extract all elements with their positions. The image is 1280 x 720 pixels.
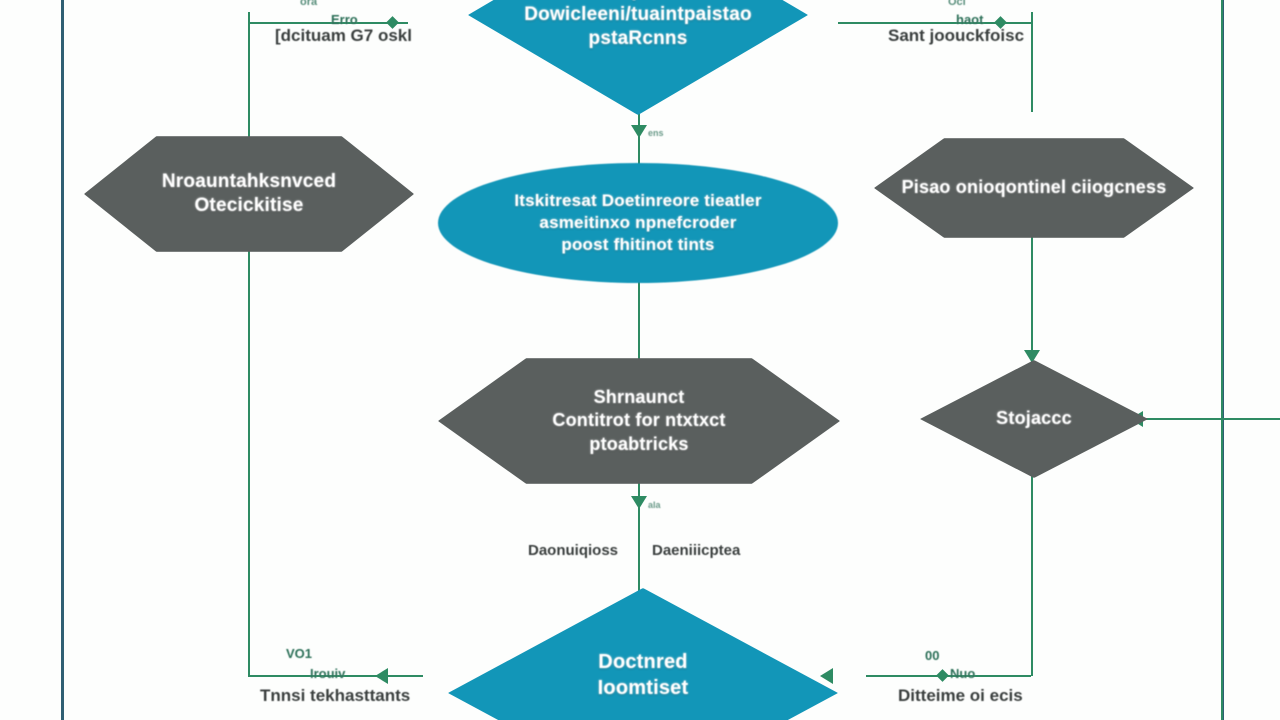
node-left-hexagon-line-1: Nroauntahksnvced <box>161 170 337 192</box>
edge-label-bottom-right-mid: Nuo <box>950 666 976 681</box>
edge-top-to-ellipse <box>638 112 640 164</box>
frame-rule-left <box>61 0 64 720</box>
node-right-hexagon-line-1: Pisao onioqontinel ciiogcness <box>901 177 1167 198</box>
edge-label-top-left-upper: ora <box>300 0 318 8</box>
node-center-ellipse-line-1: Itskitresat Doetinreore tieatler <box>514 191 762 211</box>
edge-far-right-rail <box>1221 0 1223 720</box>
node-center-ellipse[interactable]: Itskitresat Doetinreore tieatler asmeiti… <box>438 163 838 283</box>
edge-top-right-horizontal <box>838 22 1008 24</box>
node-left-hexagon[interactable]: Nroauntahksnvced Otecickitise <box>84 136 414 252</box>
node-bottom-decision-line-2: Ioomtiset <box>597 677 689 699</box>
edge-label-top-left-mid: Erro <box>331 12 358 27</box>
edge-label-mid-branch-tag: ala <box>648 500 661 510</box>
edge-top-left-horizontal <box>248 22 408 24</box>
edge-bottom-left-horizontal <box>248 675 423 677</box>
node-center-hexagon-line-3: ptoabtricks <box>589 433 689 454</box>
node-center-ellipse-line-2: asmeitinxo npnefcroder <box>539 213 737 233</box>
edge-label-bottom-left-mid: Irouiv <box>310 666 346 681</box>
arrowhead-bottom-decision <box>631 496 647 509</box>
node-bottom-decision-line-1: Doctnred <box>598 651 688 674</box>
edge-node-bottom-right <box>936 669 949 682</box>
node-left-hexagon-line-2: Otecickitise <box>194 195 304 216</box>
edge-right-rail-upper <box>1031 12 1033 112</box>
edge-right-rail-lower <box>1031 470 1033 676</box>
edge-left-rail <box>248 12 250 676</box>
edge-right-rail-join <box>1008 22 1033 24</box>
node-bottom-decision[interactable]: Doctnred Ioomtiset <box>448 588 838 720</box>
node-top-decision-line-2: Dowicleeni/tuaintpaistao <box>524 3 752 25</box>
edge-label-mid-right: Daeniiicptea <box>652 542 741 559</box>
node-center-hexagon-line-1: Shrnaunct <box>593 387 685 408</box>
edge-label-center-down-tag: ens <box>648 128 664 138</box>
edge-label-bottom-right-upper: 00 <box>925 648 940 663</box>
edge-label-top-left-lower: [dcituam G7 oskl <box>275 26 412 45</box>
edge-hexagon-to-bottom <box>638 480 640 680</box>
node-right-hexagon[interactable]: Pisao onioqontinel ciiogcness <box>874 138 1194 238</box>
node-top-decision-line-3: pstaRcnns <box>588 28 688 50</box>
node-center-ellipse-line-3: poost fhitinot tints <box>561 234 715 254</box>
node-top-decision[interactable]: convapietrika Dowicleeni/tuaintpaistao p… <box>468 0 808 115</box>
node-right-diamond-line-1: Stojaccc <box>996 408 1072 429</box>
edge-label-bottom-right-lower: Ditteime oi ecis <box>898 686 1023 705</box>
edge-ellipse-to-hexagon <box>638 282 640 372</box>
edge-label-top-right-upper: Oci <box>948 0 966 8</box>
edge-label-bottom-left-upper: VO1 <box>286 646 313 661</box>
edge-right-hex-to-diamond <box>1031 236 1033 361</box>
edge-label-top-right-mid: haot <box>956 12 984 27</box>
edge-bottom-right-horizontal <box>866 675 1031 677</box>
node-center-hexagon[interactable]: Shrnaunct Contitrot for ntxtxct ptoabtri… <box>438 358 840 484</box>
arrowhead-ellipse <box>631 125 647 138</box>
edge-label-mid-left: Daonuiqioss <box>528 542 619 559</box>
edge-label-top-right-lower: Sant joouckfoisc <box>888 26 1025 45</box>
node-right-diamond[interactable]: Stojaccc <box>920 360 1148 478</box>
arrowhead-right-diamond <box>1024 350 1040 363</box>
edge-label-bottom-left-lower: Tnnsi tekhasttants <box>260 686 411 705</box>
node-top-decision-line-1: convapietrika <box>524 0 752 3</box>
edge-far-right-into-diamond <box>1140 418 1280 420</box>
arrowhead-bottom-right <box>820 668 833 684</box>
node-center-hexagon-line-2: Contitrot for ntxtxct <box>552 410 726 431</box>
arrowhead-bottom-left <box>375 668 388 684</box>
edge-left-hex-tail <box>248 250 250 258</box>
